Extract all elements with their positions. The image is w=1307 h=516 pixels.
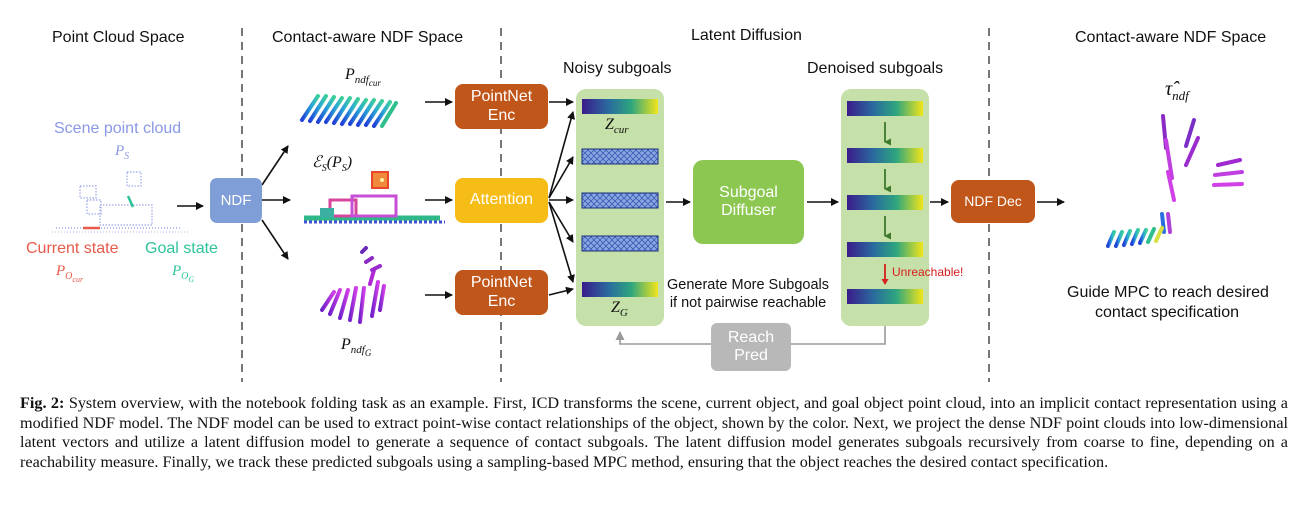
section-header: Point Cloud Space — [52, 29, 185, 46]
attention-box: Attention — [455, 178, 548, 223]
ndf-goal-illustration — [320, 246, 386, 324]
section-header: Contact-aware NDF Space — [1075, 29, 1267, 46]
denoised-vector — [847, 148, 923, 163]
ndf-decoder-box: NDF Dec — [951, 180, 1035, 223]
denoised-vector — [847, 101, 923, 116]
noisy-vector — [581, 192, 659, 209]
denoised-vector — [847, 195, 923, 210]
p-ocur-label: POcur — [56, 263, 84, 284]
figure-caption: Fig. 2: System overview, with the notebo… — [20, 394, 1288, 472]
scene-point-cloud-label: Scene point cloud — [54, 120, 182, 137]
guide-mpc-label: Guide MPC to reach desired contact speci… — [1067, 284, 1269, 321]
caption-text: System overview, with the notebook foldi… — [20, 394, 1288, 471]
unreachable-label: Unreachable! — [892, 265, 964, 279]
scene-point-cloud-illustration — [52, 171, 188, 233]
ndf-current-illustration — [300, 94, 398, 128]
diagram-canvas — [52, 28, 1244, 382]
p-ndf-cur-label: Pndfcur — [345, 66, 381, 89]
es-ps-label: ℰS(PS) — [312, 154, 353, 175]
denoised-vector — [847, 289, 923, 304]
figure-number: Fig. 2: — [20, 394, 65, 412]
output-ndf-illustration — [1106, 114, 1244, 248]
noisy-subgoals-title: Noisy subgoals — [563, 60, 672, 77]
section-header: Contact-aware NDF Space — [272, 29, 464, 46]
system-overview-diagram: Point Cloud Space Contact-aware NDF Spac… — [26, 27, 1269, 382]
tau-ndf-label: τ̂ndf — [1165, 78, 1189, 103]
section-header: Latent Diffusion — [691, 27, 802, 44]
denoised-subgoals-title: Denoised subgoals — [807, 60, 944, 77]
z-g-vector — [582, 282, 658, 297]
noisy-vector — [581, 235, 659, 252]
ndf-scene-illustration — [304, 171, 445, 224]
denoised-vector — [847, 242, 923, 257]
z-cur-vector — [582, 99, 658, 114]
z-cur-label: Zcur — [605, 116, 629, 137]
generate-more-label: Generate More Subgoals if not pairwise r… — [667, 277, 830, 311]
goal-state-label: Goal state — [145, 240, 218, 257]
p-og-label: POG — [172, 263, 195, 284]
current-state-label: Current state — [26, 240, 119, 257]
p-ndf-g-label: PndfG — [341, 336, 372, 359]
z-g-label: ZG — [611, 299, 628, 320]
ndf-box: NDF — [210, 178, 262, 223]
noisy-vector — [581, 148, 659, 165]
p-s-label: PS — [115, 143, 130, 162]
